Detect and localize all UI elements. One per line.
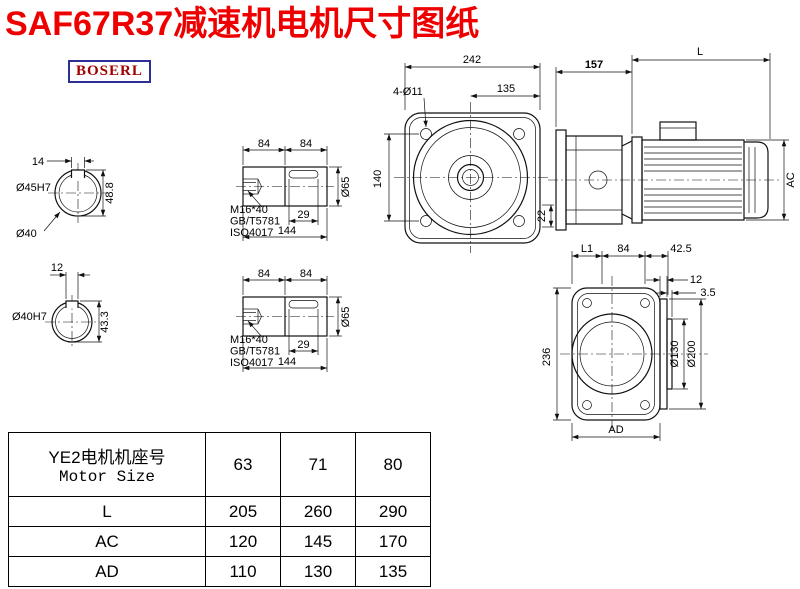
dim-84a-2: 84 bbox=[258, 268, 270, 280]
row-label-AC: AC bbox=[8, 526, 206, 557]
dim-gearbox-length: 157 bbox=[585, 59, 603, 71]
motor-dimension-table: YE2电机机座号 Motor Size 63 71 80 L 205 260 2… bbox=[8, 432, 431, 587]
label-standard-iso-1: ISO4017 bbox=[230, 227, 273, 239]
row-label-L: L bbox=[8, 496, 206, 527]
label-standard-gb-1: GB/T5781 bbox=[230, 216, 280, 228]
dim-keyway-width-1: 14 bbox=[32, 156, 44, 168]
label-standard-gb-2: GB/T5781 bbox=[230, 346, 280, 358]
dim-diameter-2: Ø65 bbox=[340, 307, 352, 328]
cell-AC-63: 120 bbox=[205, 526, 281, 557]
label-standard-iso-2: ISO4017 bbox=[230, 357, 273, 369]
dim-84: 84 bbox=[617, 243, 629, 255]
cell-AD-80: 135 bbox=[355, 556, 431, 587]
dim-42-5: 42.5 bbox=[670, 243, 691, 255]
cell-AD-71: 130 bbox=[280, 556, 356, 587]
cell-AC-80: 170 bbox=[355, 526, 431, 557]
dim-keylength-1: 29 bbox=[297, 209, 309, 221]
label-thread-1: M16*40 bbox=[230, 204, 268, 216]
keyway-slot bbox=[65, 300, 79, 308]
shaft-section-view-2: 12 Ø40H7 43.3 bbox=[12, 262, 111, 349]
row-label-AD: AD bbox=[8, 556, 206, 587]
shaft-end-view-1: 84 84 29 144 Ø65 M16*40 GB/T5781 ISO4017 bbox=[230, 138, 352, 241]
dim-bolt-span: 135 bbox=[497, 83, 515, 95]
frame-size-71: 71 bbox=[280, 432, 356, 497]
gearbox-front-view: 242 135 4-Ø11 140 22 bbox=[372, 54, 554, 253]
table-row-L: L 205 260 290 bbox=[8, 496, 431, 527]
dim-motor-length-L: L bbox=[697, 46, 703, 58]
bolt-hole bbox=[420, 128, 432, 140]
cell-AD-63: 110 bbox=[205, 556, 281, 587]
motor-fins bbox=[644, 146, 742, 214]
housing-boss-circle bbox=[571, 313, 653, 395]
flange-circle bbox=[412, 119, 529, 236]
label-bore-1: Ø45H7 bbox=[16, 182, 51, 194]
dim-diameter-1: Ø65 bbox=[340, 177, 352, 198]
dim-overall-width: 242 bbox=[463, 54, 481, 66]
cell-L-80: 290 bbox=[355, 496, 431, 527]
header-motor-size-cell: YE2电机机座号 Motor Size bbox=[8, 432, 206, 497]
dim-section-height-2: 43.3 bbox=[99, 311, 111, 332]
keyway-slot bbox=[70, 169, 86, 178]
gearmotor-side-view: 157 L AC bbox=[548, 46, 797, 231]
dim-height-140: 140 bbox=[372, 170, 384, 188]
label-thread-2: M16*40 bbox=[230, 334, 268, 346]
dim-totallength-1: 144 bbox=[278, 225, 296, 237]
gearbox-output-side-view: L1 84 42.5 12 3.5 236 Ø130 Ø200 bbox=[541, 243, 716, 441]
cell-L-71: 260 bbox=[280, 496, 356, 527]
dim-keyway-width-2: 12 bbox=[51, 262, 63, 274]
table-row-AC: AC 120 145 170 bbox=[8, 526, 431, 557]
page-title: SAF67R37减速机电机尺寸图纸 bbox=[5, 5, 480, 43]
dim-flange-dia: Ø200 bbox=[686, 341, 698, 368]
dim-section-height-1: 48.8 bbox=[104, 182, 116, 203]
shaft-section-view-1: 14 Ø45H7 48.8 Ø40 bbox=[16, 156, 116, 240]
dim-spigot-depth: 3.5 bbox=[700, 287, 715, 299]
dim-width-AD: AD bbox=[608, 424, 623, 436]
table-row-AD: AD 110 130 135 bbox=[8, 556, 431, 587]
label-od-1: Ø40 bbox=[16, 228, 37, 240]
header-motor-size-en: Motor Size bbox=[58, 468, 155, 486]
dim-totallength-2: 144 bbox=[278, 356, 296, 368]
keyway-slot bbox=[288, 300, 319, 309]
dim-L1: L1 bbox=[581, 243, 593, 255]
bolt-hole bbox=[513, 128, 525, 140]
cell-L-63: 205 bbox=[205, 496, 281, 527]
dim-84b-1: 84 bbox=[300, 138, 312, 150]
housing-outline bbox=[404, 112, 541, 244]
label-bolt-holes: 4-Ø11 bbox=[393, 86, 423, 98]
header-motor-size-cn: YE2电机机座号 bbox=[48, 448, 166, 467]
dim-flange-thickness: 12 bbox=[690, 274, 702, 286]
terminal-box bbox=[659, 121, 697, 141]
frame-size-80: 80 bbox=[355, 432, 431, 497]
label-bore-2: Ø40H7 bbox=[12, 311, 47, 323]
dim-84b-2: 84 bbox=[300, 268, 312, 280]
dim-height-236: 236 bbox=[541, 348, 553, 366]
flange-spigot bbox=[666, 318, 673, 390]
dim-offset-22: 22 bbox=[536, 210, 548, 222]
cell-AC-71: 145 bbox=[280, 526, 356, 557]
gearbox-housing bbox=[565, 135, 623, 225]
dim-spigot-dia: Ø130 bbox=[669, 341, 681, 368]
table-header-row: YE2电机机座号 Motor Size 63 71 80 bbox=[8, 432, 431, 497]
dim-motor-height-AC: AC bbox=[785, 172, 797, 187]
dim-84a-1: 84 bbox=[258, 138, 270, 150]
fan-cover bbox=[744, 141, 769, 219]
bolt-hole bbox=[513, 215, 525, 227]
dim-keylength-2: 29 bbox=[297, 339, 309, 351]
boserl-logo: BOSERL bbox=[68, 60, 151, 83]
keyway-slot bbox=[288, 170, 319, 179]
frame-size-63: 63 bbox=[205, 432, 281, 497]
bolt-hole bbox=[420, 215, 432, 227]
shaft-end-view-2: 84 84 29 144 Ø65 M16*40 GB/T5781 ISO4017 bbox=[230, 268, 352, 372]
